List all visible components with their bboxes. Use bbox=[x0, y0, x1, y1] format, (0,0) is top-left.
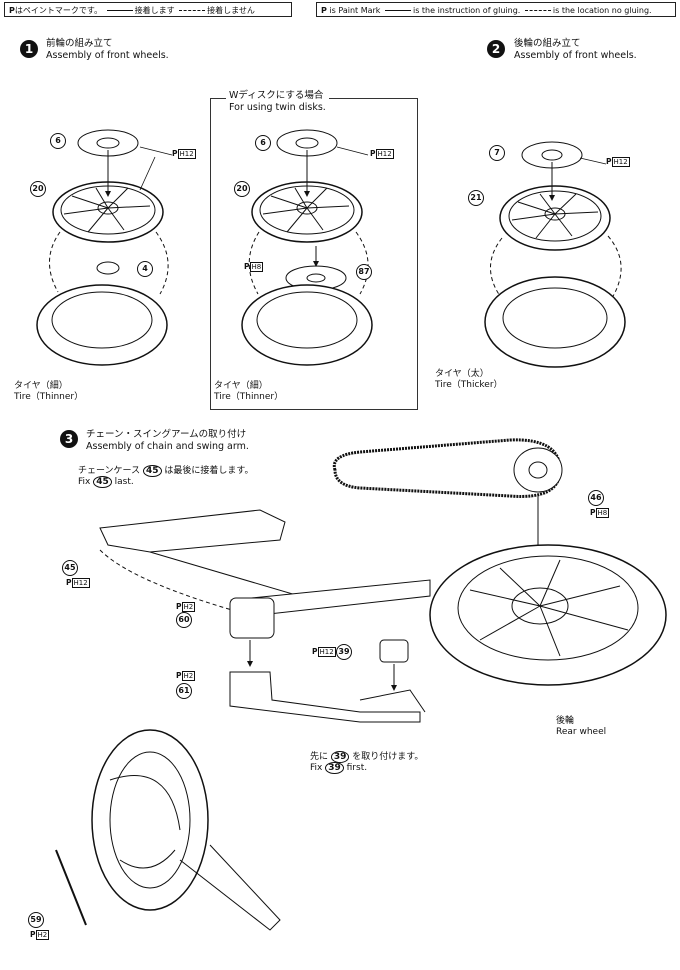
tire-thin-en: Tire（Thinner） bbox=[214, 392, 284, 402]
twin-title-en: For using twin disks. bbox=[229, 102, 326, 113]
noglue-arrow-icon bbox=[179, 10, 206, 11]
step1-title-en: Assembly of front wheels. bbox=[46, 50, 169, 61]
legend-glue-text: 接着します bbox=[134, 6, 175, 15]
glue-arrow-icon bbox=[106, 10, 133, 11]
step3-number: 3 bbox=[60, 430, 78, 448]
part-7: 7 bbox=[489, 145, 505, 161]
legend-glue-text: is the instruction of gluing. bbox=[412, 6, 521, 15]
tire-thin-label-twin: タイヤ（細） Tire（Thinner） bbox=[214, 381, 283, 403]
legend-japanese: Pはペイントマークです。 接着します 接着しません bbox=[4, 2, 292, 17]
chaincase-jp-a: チェーンケース bbox=[78, 466, 141, 476]
swing-arm-61 bbox=[229, 671, 421, 723]
fix39-jp-b: を取り付けます。 bbox=[352, 752, 424, 762]
rear-wheel-label: 後輪 Rear wheel bbox=[556, 716, 606, 738]
chain-swingarm-group bbox=[55, 438, 667, 931]
step3-title: チェーン・スイングアームの取り付け Assembly of chain and … bbox=[86, 429, 249, 453]
part-39: 39 bbox=[336, 644, 352, 660]
chaincase-jp-b: は最後に接着します。 bbox=[164, 466, 254, 476]
assembled-wheel bbox=[91, 729, 209, 911]
rear-wheel bbox=[429, 544, 667, 686]
part-87: 87 bbox=[356, 264, 372, 280]
step2-title-jp: 後輪の組み立て bbox=[514, 38, 581, 49]
legend-noglue-text: 接着しません bbox=[207, 6, 255, 15]
step3-title-jp: チェーン・スイングアームの取り付け bbox=[86, 429, 247, 440]
part-60: 60 bbox=[176, 612, 192, 628]
twin-title-jp: Wディスクにする場合 bbox=[229, 90, 324, 101]
chaincase-en-b: last. bbox=[114, 477, 134, 487]
rear-wheel-en: Rear wheel bbox=[556, 727, 607, 737]
chaincase-part-ref: 45 bbox=[93, 476, 112, 488]
front-wheel-twin-group bbox=[241, 129, 373, 366]
paint-mark-icon: P bbox=[321, 6, 327, 15]
noglue-arrow-icon bbox=[524, 10, 551, 11]
step1-title: 前輪の組み立て Assembly of front wheels. bbox=[46, 38, 169, 62]
step3-title-en: Assembly of chain and swing arm. bbox=[86, 441, 249, 452]
fix39-note: 先に 39 を取り付けます。 Fix 39 first. bbox=[310, 751, 424, 774]
part-46: 46 bbox=[588, 490, 604, 506]
tire-thin-en: Tire（Thinner） bbox=[14, 392, 84, 402]
part-4: 4 bbox=[137, 261, 153, 277]
cap-4 bbox=[96, 261, 120, 275]
part-59: 59 bbox=[28, 912, 44, 928]
front-wheel-1-group bbox=[36, 129, 173, 366]
chaincase-part-ref: 45 bbox=[142, 465, 162, 477]
fix39-en-b: first. bbox=[346, 763, 368, 773]
paint-mark-icon: P bbox=[9, 6, 15, 15]
part-61: 61 bbox=[176, 683, 192, 699]
tire-thin-jp: タイヤ（細） bbox=[14, 381, 68, 391]
step1-title-jp: 前輪の組み立て bbox=[46, 38, 113, 49]
fix39-en-a: Fix bbox=[310, 763, 323, 773]
tire-thick-jp: タイヤ（太） bbox=[435, 369, 489, 379]
twin-disk-title: Wディスクにする場合 For using twin disks. bbox=[226, 90, 329, 114]
sprocket-46 bbox=[513, 447, 563, 493]
part-20-twin: 20 bbox=[234, 181, 250, 197]
step2-title: 後輪の組み立て Assembly of front wheels. bbox=[514, 38, 637, 62]
legend-english: P is Paint Mark is the instruction of gl… bbox=[316, 2, 676, 17]
part-45: 45 bbox=[62, 560, 78, 576]
chaincase-note: チェーンケース 45 は最後に接着します。 Fix 45 last. bbox=[78, 465, 254, 488]
fix39-part-ref: 39 bbox=[330, 751, 350, 763]
step1-number: 1 bbox=[20, 40, 38, 58]
legend-paint-text: はペイントマークです。 bbox=[14, 6, 103, 15]
rear-wheel-jp: 後輪 bbox=[556, 716, 575, 726]
tire-thick-en: Tire（Thicker） bbox=[435, 380, 503, 390]
fix39-part-ref: 39 bbox=[325, 762, 344, 774]
tire-thin-jp: タイヤ（細） bbox=[214, 381, 268, 391]
legend-noglue-text: is the location no gluing. bbox=[552, 6, 652, 15]
axle-59 bbox=[55, 849, 87, 926]
part-20-step1: 20 bbox=[30, 181, 46, 197]
tire-thin-label: タイヤ（細） Tire（Thinner） bbox=[14, 381, 83, 403]
glue-arrow-icon bbox=[384, 10, 411, 11]
step2-number: 2 bbox=[487, 40, 505, 58]
chaincase-en-a: Fix bbox=[78, 477, 91, 487]
part-6-twin: 6 bbox=[255, 135, 271, 151]
part-21: 21 bbox=[468, 190, 484, 206]
part-6-step1: 6 bbox=[50, 133, 66, 149]
tire-thick-label: タイヤ（太） Tire（Thicker） bbox=[435, 369, 503, 391]
tire-thin-1 bbox=[36, 284, 168, 366]
legend-paint-text: is Paint Mark bbox=[329, 6, 381, 15]
rear-wheel-assembly-group bbox=[484, 141, 626, 368]
chain-case-45 bbox=[99, 509, 286, 553]
step2-title-en: Assembly of front wheels. bbox=[514, 50, 637, 61]
fix39-jp-a: 先に bbox=[310, 752, 329, 762]
